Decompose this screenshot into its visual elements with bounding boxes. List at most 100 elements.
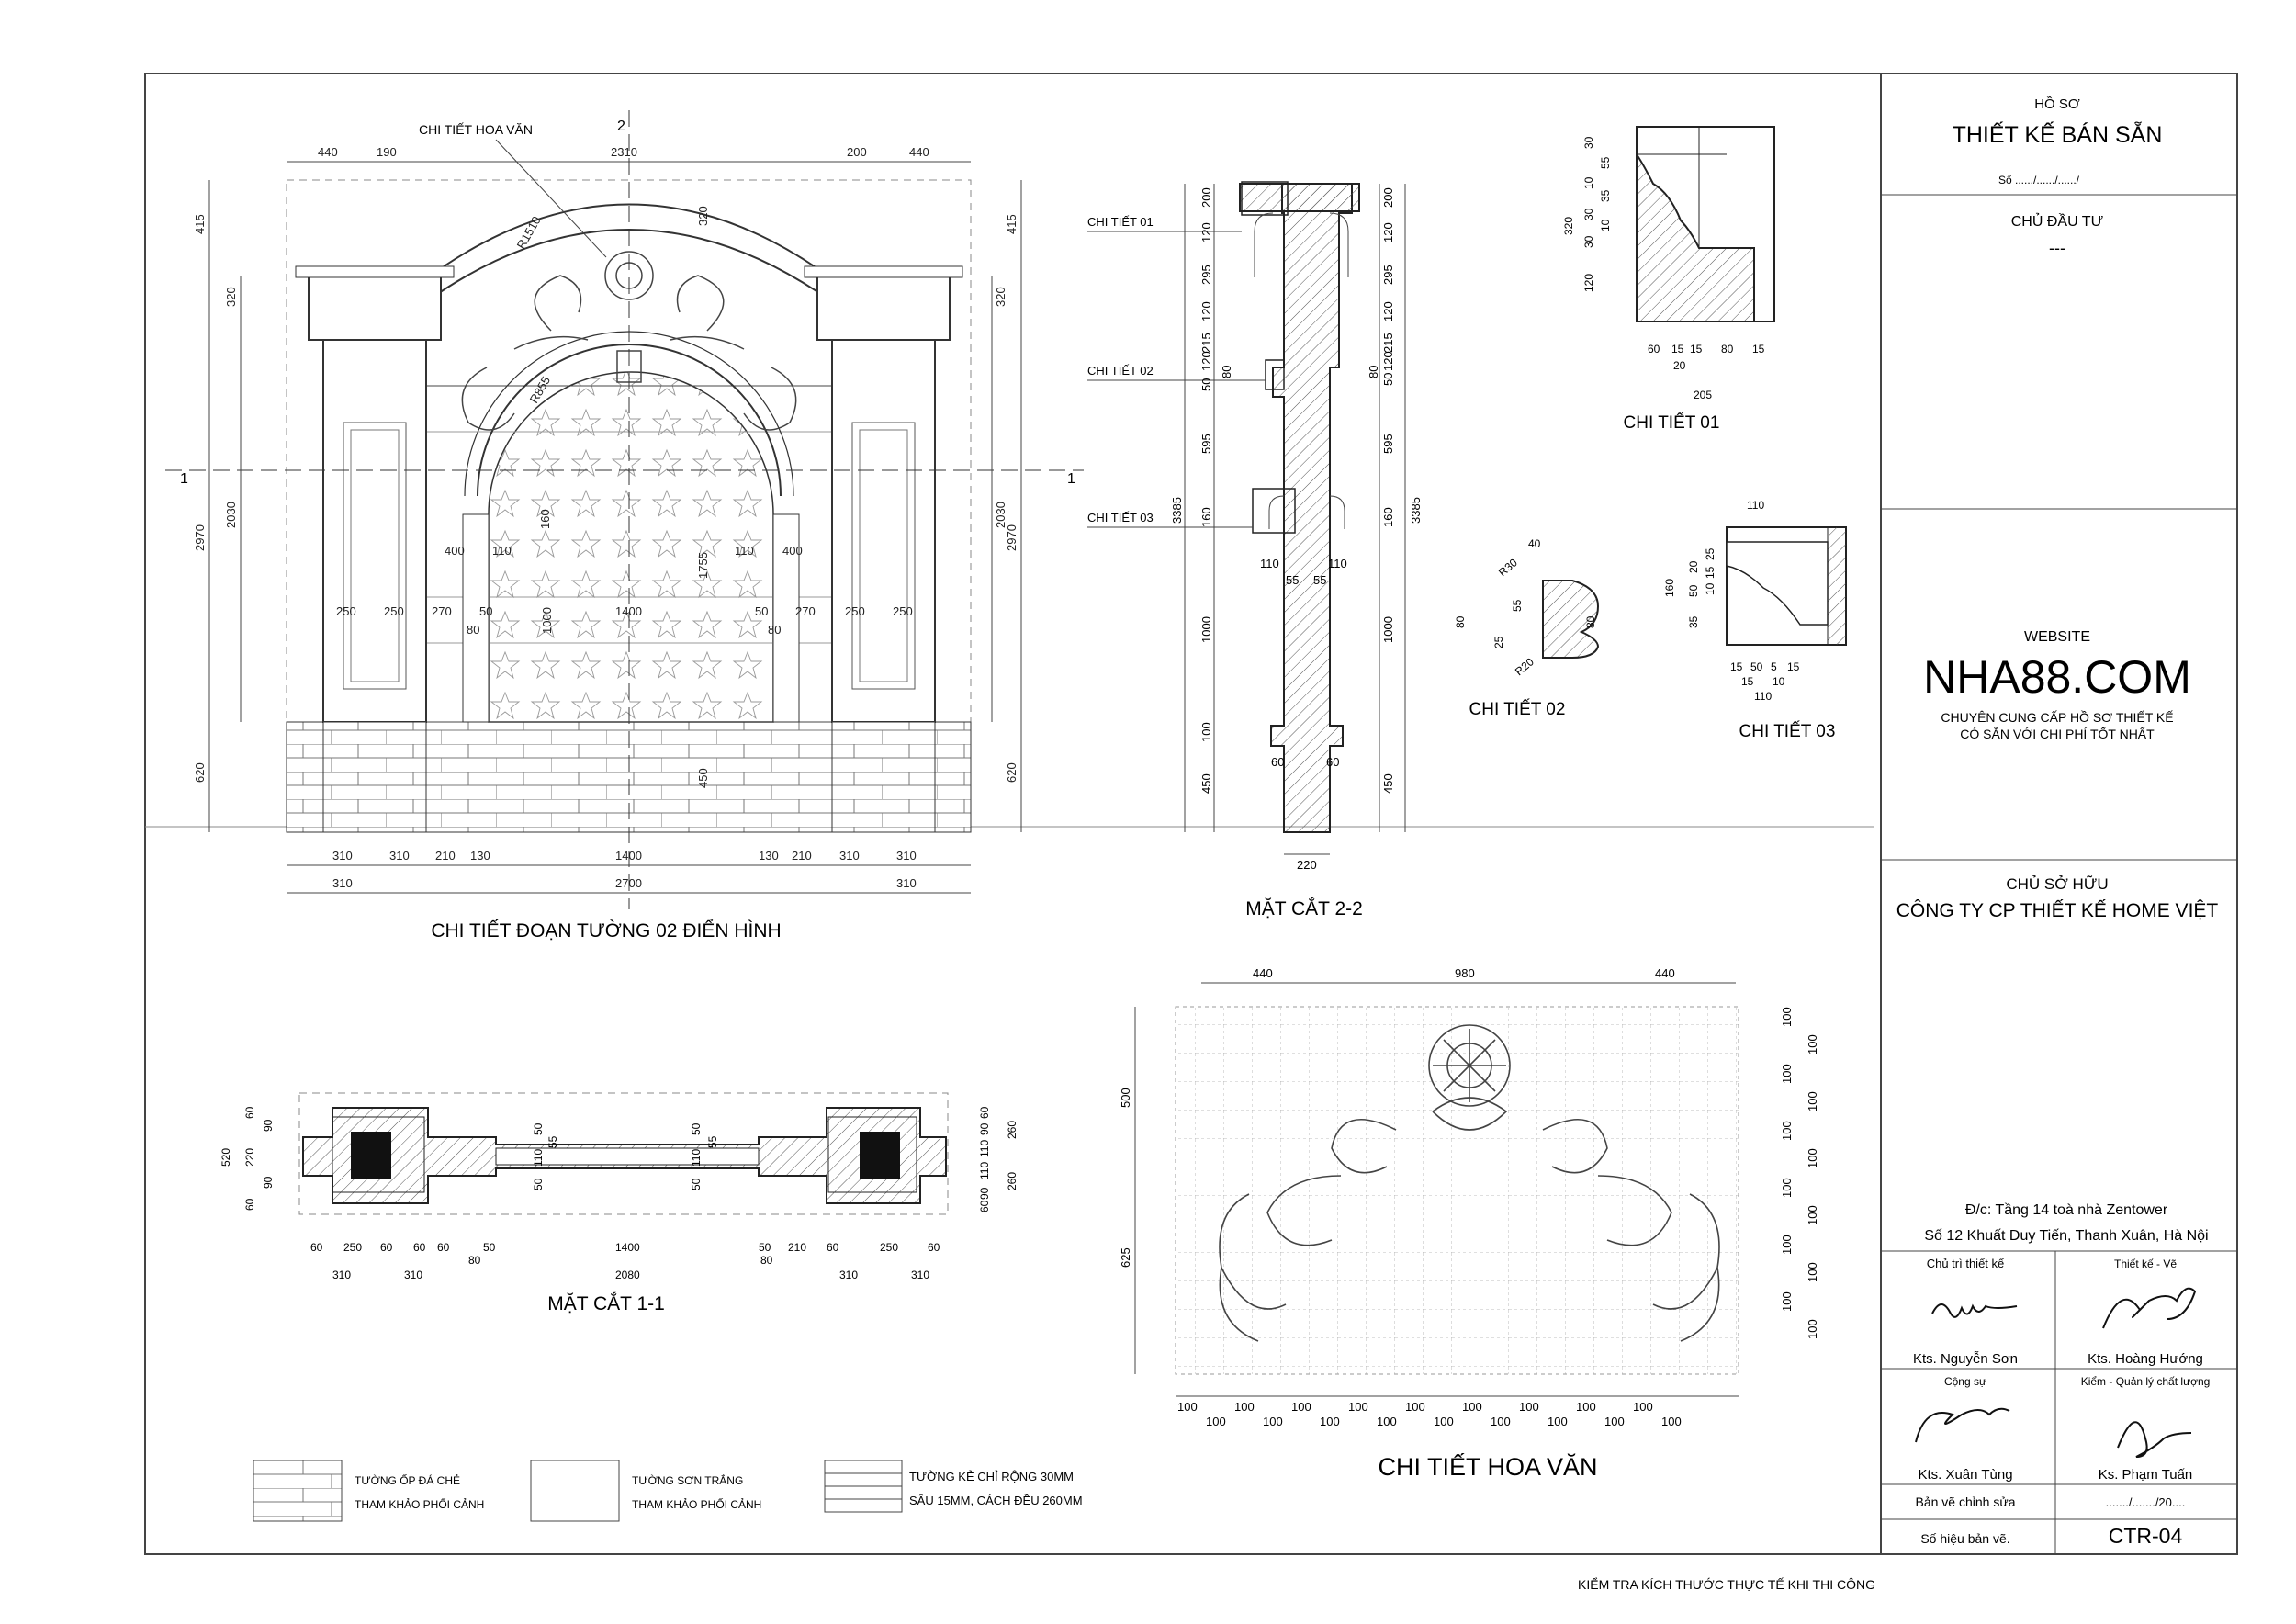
dim-d03-8: 15 <box>1730 660 1743 673</box>
dim-s22-l-0: 200 <box>1199 187 1213 208</box>
dim-s11-b1b-3: 80 <box>468 1254 481 1267</box>
dim-d03-13: 110 <box>1754 690 1772 703</box>
dim-el-in-10: 80 <box>467 623 479 637</box>
title-d01: CHI TIẾT 01 <box>1624 412 1720 433</box>
dim-el-b1-6: 210 <box>792 849 812 863</box>
left-pillar <box>322 339 427 723</box>
dim-s11-in0: 50 <box>532 1122 545 1135</box>
dim-s11-b1-2: 60 <box>413 1241 426 1254</box>
dim-s22-overall-r: 3385 <box>1409 497 1423 524</box>
dim-orn-b1-5: 100 <box>1462 1400 1482 1414</box>
dim-s11-r4: 110 <box>978 1162 991 1179</box>
tb-sheet-no: CTR-04 <box>2109 1524 2183 1548</box>
dim-el-in-15: 270 <box>795 604 816 618</box>
tb-company: CÔNG TY CP THIẾT KẾ HOME VIỆT <box>1896 900 2219 921</box>
dim-el-top-2: 2310 <box>611 145 637 159</box>
dim-orn-b1-1: 100 <box>1234 1400 1255 1414</box>
dim-s11-r3: 110 <box>978 1140 991 1157</box>
detail-01 <box>1636 126 1775 322</box>
dim-el-in-9: 50 <box>479 604 492 618</box>
dim-d02-0: 40 <box>1528 537 1541 550</box>
dim-s22-r-10: 1000 <box>1381 616 1395 643</box>
dim-s22-r-0: 200 <box>1381 187 1395 208</box>
dim-el-ri-1: 2030 <box>994 502 1007 528</box>
dim-d03-11: 15 <box>1787 660 1800 673</box>
tb-date: ......./......./20.... <box>2106 1495 2186 1509</box>
dim-s22-m-3: 55 <box>1313 573 1326 587</box>
detail01-dims: 320 30 55 10 35 30 10 30 120 60 15 15 80… <box>1562 136 1765 401</box>
tb-role-2: Thiết kế - Vẽ <box>2114 1257 2177 1270</box>
tb-slogan-2: CÓ SẴN VỚI CHI PHÍ TỐT NHẤT <box>1960 726 2155 741</box>
sheet-border <box>144 73 2238 1555</box>
callout-ct02: CHI TIẾT 02 <box>1087 364 1154 378</box>
dim-d01-l7: 120 <box>1582 274 1595 292</box>
arch-ornament <box>461 251 797 431</box>
dim-d03-7: 10 <box>1704 582 1716 595</box>
dim-d02-6: 80 <box>1584 615 1597 628</box>
dim-s11-in2: 50 <box>532 1178 545 1190</box>
dim-s11-l4: 90 <box>262 1176 275 1189</box>
dim-el-b1-3: 130 <box>470 849 490 863</box>
signature-1 <box>1931 1303 2018 1318</box>
dim-s11-b1b-0: 60 <box>380 1241 393 1254</box>
dim-orn-b1-0: 100 <box>1177 1400 1198 1414</box>
section-2-2: CHI TIẾT 01 CHI TIẾT 02 CHI TIẾT 03 <box>1087 181 1406 855</box>
dim-s22-l-10: 1000 <box>1199 616 1213 643</box>
callout-ct01: CHI TIẾT 01 <box>1087 215 1154 229</box>
dim-s11-b1-3: 50 <box>483 1241 496 1254</box>
legend-paint-1: TƯỜNG SƠN TRẮNG <box>632 1473 743 1487</box>
dim-d03-14: 10 <box>1773 675 1785 688</box>
dim-orn-b2-0: 100 <box>1206 1415 1226 1428</box>
dim-d02-1: R30 <box>1496 556 1520 579</box>
signature-4 <box>2117 1421 2192 1458</box>
dim-s11-b1-1: 250 <box>343 1241 362 1254</box>
dim-orn-top-2: 440 <box>1655 966 1675 980</box>
dim-el-li-1: 2030 <box>224 502 238 528</box>
title-section22: MẶT CẮT 2-2 <box>1245 897 1363 919</box>
dim-el-in-11: 1000 <box>540 607 554 634</box>
title-d02: CHI TIẾT 02 <box>1469 699 1566 719</box>
legend-paint-swatch <box>530 1460 620 1522</box>
dim-s22-r-6: 50 <box>1381 373 1395 386</box>
dim-el-r-1: 2970 <box>1005 524 1019 551</box>
dim-s11-b2-0: 80 <box>760 1254 773 1267</box>
dim-orn-r-9: 100 <box>1806 1262 1819 1282</box>
dim-el-in-8: 270 <box>432 604 452 618</box>
tb-website-label: WEBSITE <box>2024 629 2090 645</box>
dim-s22-l-3: 120 <box>1199 301 1213 321</box>
dim-s11-b1-6: 60 <box>827 1241 839 1254</box>
tb-name-2: Kts. Hoàng Hướng <box>2088 1351 2203 1367</box>
dim-s22-r-11: 450 <box>1381 773 1395 794</box>
dim-d01-l2: 10 <box>1582 176 1595 189</box>
dim-orn-r-4: 100 <box>1780 1121 1794 1141</box>
dim-s22-l-11: 100 <box>1199 722 1213 742</box>
dim-d01-l4: 30 <box>1582 208 1595 220</box>
dim-orn-b1-2: 100 <box>1291 1400 1311 1414</box>
dim-s11-in6: 55 <box>546 1135 559 1148</box>
footer-note: KIỂM TRA KÍCH THƯỚC THỰC TẾ KHI THI CÔNG <box>1578 1576 1875 1592</box>
dim-s11-r2: 260 <box>1006 1121 1019 1139</box>
tb-so: Số ....../....../....../ <box>1998 174 2080 186</box>
dim-s11-b3-1: 310 <box>404 1269 422 1281</box>
dim-el-ri-0: 320 <box>994 287 1007 307</box>
dim-s11-r5: 90 <box>978 1187 991 1200</box>
dim-el-b2-1: 2700 <box>615 876 642 890</box>
dim-s11-b3-3: 310 <box>839 1269 858 1281</box>
dim-el-in-6: 250 <box>336 604 356 618</box>
title-elevation: CHI TIẾT ĐOẠN TƯỜNG 02 ĐIỂN HÌNH <box>431 920 781 942</box>
dim-orn-b1-3: 100 <box>1348 1400 1368 1414</box>
dim-d02-4: 25 <box>1492 636 1505 648</box>
tb-dash: --- <box>2049 239 2065 257</box>
dim-d01-b3: 80 <box>1721 343 1734 355</box>
dim-orn-b2-4: 100 <box>1434 1415 1454 1428</box>
dim-s22-m-5: 60 <box>1326 755 1339 769</box>
legend-stone-2: THAM KHẢO PHỐI CẢNH <box>355 1497 484 1511</box>
section22-dims: 200 120 295 120 215 120 50 80 595 160 10… <box>1170 187 1423 872</box>
dim-el-top-1: 190 <box>377 145 397 159</box>
dim-d01-l1: 55 <box>1599 156 1612 169</box>
dim-el-r-2: 620 <box>1005 762 1019 783</box>
dim-el-li-0: 320 <box>224 287 238 307</box>
dim-orn-b2-8: 100 <box>1661 1415 1682 1428</box>
dim-s22-r-2: 295 <box>1381 265 1395 285</box>
